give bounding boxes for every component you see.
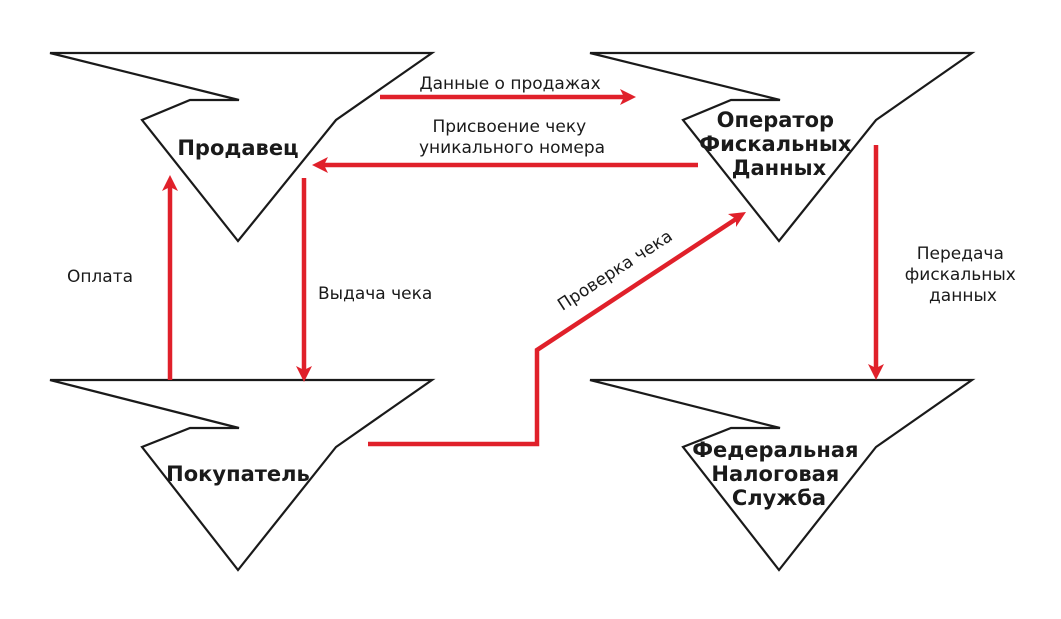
operator-label-line-2: Фискальных bbox=[699, 132, 852, 156]
receipt-number-label-line-1: Присвоение чеку bbox=[432, 117, 586, 137]
sales-data-label-line: Данные о продажах bbox=[419, 74, 600, 94]
tax-label-line-3: Служба bbox=[732, 486, 826, 510]
buyer-label-line: Покупатель bbox=[166, 462, 310, 486]
tax-label: Федеральная Налоговая Служба bbox=[692, 438, 866, 510]
receipt-number-label-line-2: уникального номера bbox=[419, 138, 605, 158]
transfer-fiscal-label-line-2: фискальных bbox=[905, 265, 1016, 285]
payment-label-line: Оплата bbox=[67, 267, 133, 287]
issue-receipt-arrowhead bbox=[296, 366, 312, 382]
transfer-fiscal-label-line-3: данных bbox=[929, 286, 997, 306]
payment-arrowhead bbox=[162, 175, 178, 191]
receipt-number-arrowhead bbox=[312, 157, 328, 173]
tax-node-shape bbox=[589, 378, 976, 572]
receipt-number-label: Присвоение чеку уникального номера bbox=[419, 117, 605, 158]
buyer-label: Покупатель bbox=[166, 462, 310, 486]
sales-data-arrowhead bbox=[620, 89, 636, 105]
transfer-fiscal-arrowhead bbox=[868, 364, 884, 380]
payment-label: Оплата bbox=[67, 267, 133, 287]
check-receipt-arrowhead bbox=[728, 212, 746, 227]
tax-label-line-1: Федеральная bbox=[692, 438, 858, 462]
buyer-node-shape bbox=[49, 378, 436, 572]
transfer-fiscal-label: Передача фискальных данных bbox=[905, 244, 1022, 306]
operator-label-line-1: Оператор bbox=[717, 108, 834, 132]
issue-receipt-label-line: Выдача чека bbox=[318, 284, 432, 304]
seller-label-line: Продавец bbox=[177, 136, 298, 160]
sales-data-label: Данные о продажах bbox=[419, 74, 600, 94]
seller-node-shape bbox=[49, 51, 436, 243]
issue-receipt-label: Выдача чека bbox=[318, 284, 432, 304]
seller-label: Продавец bbox=[177, 136, 298, 160]
operator-label: Оператор Фискальных Данных bbox=[699, 108, 858, 180]
tax-label-line-2: Налоговая bbox=[711, 462, 839, 486]
operator-node-shape bbox=[589, 51, 976, 243]
check-receipt-arrow-line bbox=[368, 217, 738, 447]
operator-label-line-3: Данных bbox=[732, 156, 827, 180]
transfer-fiscal-label-line-1: Передача bbox=[917, 244, 1004, 264]
